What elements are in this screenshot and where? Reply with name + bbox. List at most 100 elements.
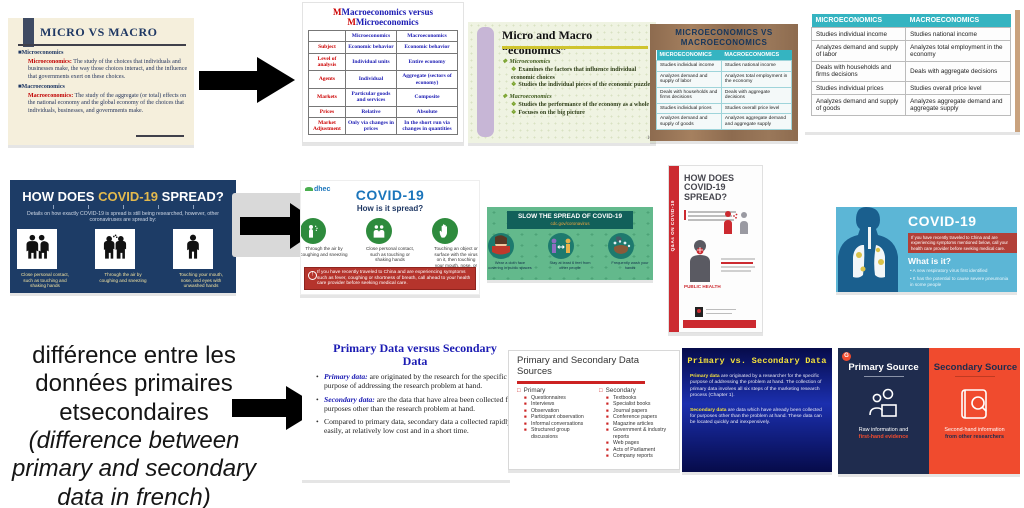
table-row: Deals with households and firms decision… bbox=[810, 60, 1011, 83]
two-people-icon bbox=[23, 233, 51, 266]
cough-spread-figures-icon bbox=[720, 208, 754, 239]
slide-primary-secondary-source[interactable]: G Primary Source Raw information and fir… bbox=[838, 348, 1020, 474]
pictogram-card bbox=[17, 229, 57, 270]
panel-caption: Second-hand information bbox=[944, 427, 1005, 433]
distancing-icon bbox=[548, 233, 574, 259]
pictogram-card bbox=[173, 229, 213, 270]
illustration-row: Wear a cloth face covering in public spa… bbox=[487, 233, 653, 270]
table-row: Deals with households and firms decision… bbox=[656, 86, 793, 104]
cdc-url: cdc.gov/coronavirus bbox=[550, 221, 590, 226]
col-header: MACROECONOMICS bbox=[905, 14, 1011, 28]
search-query-text: différence entre les données primaires e… bbox=[11, 342, 257, 508]
public-health-label: PUBLIC HEALTH bbox=[684, 284, 721, 289]
bullet-heading: ■Microeconomics bbox=[18, 50, 64, 56]
slide-covid-how-spread[interactable]: dhec COVID-19 How is it spread? Through … bbox=[300, 180, 480, 295]
arrow-shaft bbox=[199, 71, 259, 90]
fine-print-line bbox=[721, 270, 751, 272]
red-side-stripe bbox=[669, 166, 679, 332]
title-rule bbox=[18, 44, 186, 46]
col-header: MICROECONOMICS bbox=[811, 14, 906, 28]
pictogram-card bbox=[95, 229, 135, 270]
slide-micro-vs-macro-wood[interactable]: MICROECONOMICS VS MACROECONOMICS MICROEC… bbox=[650, 24, 798, 141]
bullet-text: Microeconomics: The study of the choices… bbox=[28, 58, 188, 80]
vertical-label: Q&As ON COVID-19 bbox=[670, 200, 675, 252]
panel-caption-bold: from other researchers bbox=[944, 434, 1005, 440]
slide-title: MMacroeconomics versus MMicroeconomics bbox=[332, 7, 434, 27]
lungs-silhouette-icon bbox=[836, 207, 912, 292]
tick-marks bbox=[10, 205, 236, 209]
what-is-it-heading: What is it? bbox=[908, 256, 951, 266]
slide-slow-the-spread[interactable]: SLOW THE SPREAD OF COVID-19 cdc.gov/coro… bbox=[487, 207, 653, 280]
sneezing-figure-icon bbox=[685, 238, 715, 287]
paragraph: Primary data are originated by a researc… bbox=[690, 374, 822, 399]
slide-micro-vs-macro[interactable]: MICRO VS MACRO ■Microeconomics Microecon… bbox=[8, 18, 194, 145]
title-rule bbox=[517, 380, 645, 384]
face-covering-icon bbox=[488, 233, 514, 259]
bullet-text: ❖Examines the factors that influence ind… bbox=[511, 66, 637, 81]
slide-micro-and-macro-economics[interactable]: Micro and Macro “economics” ❖Microeconom… bbox=[468, 22, 656, 143]
comparison-table: MICROECONOMICS MACROECONOMICS Studies in… bbox=[656, 50, 793, 131]
slide-title: Micro and Macro “economics” bbox=[502, 28, 593, 57]
footer-rule bbox=[136, 135, 184, 137]
slide-title: COVID-19 bbox=[355, 187, 425, 203]
bullet-text: • A new respiratory virus first identifi… bbox=[910, 268, 988, 273]
logo-swoosh-icon bbox=[305, 187, 313, 192]
slide-title: HOW DOES COVID-19 SPREAD? bbox=[22, 189, 224, 204]
slide-title: Primary vs. Secondary Data bbox=[687, 356, 827, 366]
list-item: Observation bbox=[517, 408, 589, 415]
slide-title: MICROECONOMICS VS MACROECONOMICS bbox=[675, 28, 773, 47]
panel-caption-bold: first-hand evidence bbox=[858, 434, 909, 440]
bullet-text: • It has the potential to cause severe p… bbox=[910, 276, 1009, 287]
list-item: Conference papers bbox=[599, 414, 671, 421]
bullet-text: Compared to primary data, secondary data… bbox=[316, 417, 510, 435]
list-item: Acts of Parliament bbox=[599, 447, 671, 454]
list-item: Interviews bbox=[517, 401, 589, 408]
fine-print-line bbox=[706, 308, 736, 310]
pictogram-caption: Through the air by coughing and sneezing bbox=[99, 272, 147, 283]
travel-alert-banner: ! If you have recently traveled to China… bbox=[304, 266, 476, 290]
slide-body: ■Microeconomics Microeconomics: The stud… bbox=[18, 50, 188, 118]
coughing-people-icon bbox=[101, 233, 129, 266]
slide-primary-vs-secondary-dark[interactable]: Primary vs. Secondary Data Primary data … bbox=[682, 348, 832, 472]
slide-covid-poster[interactable]: Q&As ON COVID-19 HOW DOES COVID-19 SPREA… bbox=[668, 165, 763, 333]
slide-covid-spread-navy[interactable]: HOW DOES COVID-19 SPREAD? Details on how… bbox=[10, 180, 236, 293]
illustration-caption: Stay at least 6 feet from other people bbox=[549, 260, 591, 270]
bullet-heading: ■Macroeconomics bbox=[18, 84, 65, 90]
bullet-text: ❖Studies the performance of the economy … bbox=[511, 101, 650, 108]
icon-caption: Through the air by coughing and sneezing bbox=[300, 246, 348, 257]
fine-print-line bbox=[688, 219, 734, 221]
slide-table-closeup[interactable]: MICROECONOMICS MACROECONOMICS Studies in… bbox=[805, 10, 1020, 132]
col-header: Microeconomics bbox=[344, 29, 398, 43]
secondary-column: Secondary Textbooks Specialist books Jou… bbox=[599, 387, 671, 460]
panel-title: Secondary Source bbox=[933, 362, 1018, 373]
arrow-head bbox=[257, 57, 295, 103]
slide-data-sources[interactable]: Primary and Secondary Data Sources Prima… bbox=[508, 350, 680, 470]
list-item: Company reports bbox=[599, 453, 671, 460]
panel-caption: Raw information and bbox=[858, 427, 909, 433]
illustration-caption: Wear a cloth face covering in public spa… bbox=[488, 260, 532, 270]
fine-print-line bbox=[706, 312, 732, 314]
column-heading: Secondary bbox=[599, 387, 671, 394]
slide-macro-versus-micro-table[interactable]: MMacroeconomics versus MMicroeconomics M… bbox=[302, 2, 464, 143]
dhec-logo: dhec bbox=[305, 186, 330, 193]
slide-primary-vs-secondary-data[interactable]: Primary Data versus Secondary Data Prima… bbox=[302, 338, 510, 480]
list-item: Textbooks bbox=[599, 395, 671, 402]
list-item: Questionnaires bbox=[517, 395, 589, 402]
people-board-icon bbox=[838, 383, 929, 425]
list-item: Informal conversations bbox=[517, 421, 589, 428]
contact-icon bbox=[366, 218, 392, 244]
slide-covid-what-is-it[interactable]: COVID-19 If you have recently traveled t… bbox=[836, 207, 1017, 292]
book-magnifier-icon bbox=[929, 383, 1020, 425]
logo-badge: G bbox=[842, 352, 851, 361]
paragraph: Secondary data are data which have alrea… bbox=[690, 407, 822, 426]
